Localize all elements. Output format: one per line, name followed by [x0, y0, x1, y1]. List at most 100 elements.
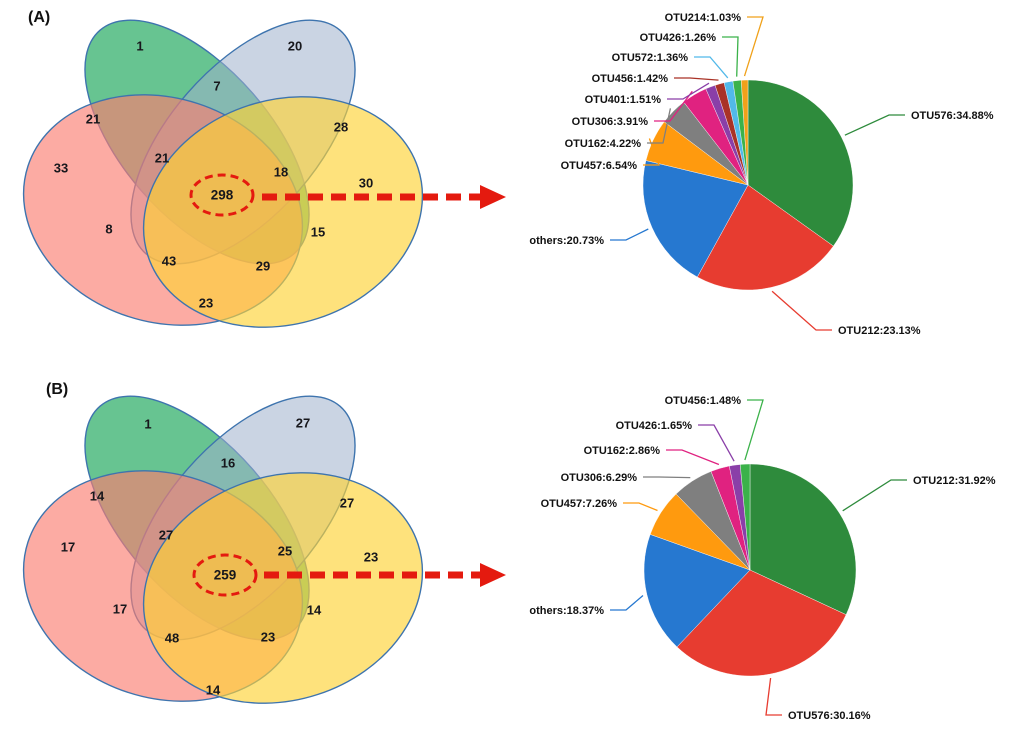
venn-region-count: 48 [165, 631, 179, 646]
venn-region-count: 7 [213, 79, 220, 94]
pie-label-leader [842, 479, 907, 512]
pie-slice-label: OTU306:3.91% [572, 116, 649, 128]
pie-slice-label: OTU162:4.22% [565, 138, 642, 150]
pie-slice-OTU212 [749, 463, 857, 615]
dashed-highlight-circle [189, 173, 255, 217]
pie-label-leader [698, 424, 735, 462]
venn-region-count: 25 [278, 544, 292, 559]
pie-slice-OTU456 [739, 463, 751, 571]
venn-region-count: 27 [340, 496, 354, 511]
pie-slice-OTU214 [740, 79, 749, 186]
pie-label-leaders [610, 16, 905, 331]
venn-region-count: 21 [86, 112, 100, 127]
pie-label-leader [771, 290, 832, 331]
pie-label-leaders [610, 399, 907, 716]
pie-labels: OTU212:31.92% OTU576:30.16% others:18.37% O… [529, 395, 995, 722]
pie-slice-label: OTU212:31.92% [913, 475, 996, 487]
venn-region-count: 33 [54, 161, 68, 176]
pie-slice-label: OTU456:1.42% [592, 73, 669, 85]
venn-region-count: 43 [162, 254, 176, 269]
venn-region-count: 17 [113, 602, 127, 617]
pie-slice-label: OTU426:1.65% [616, 420, 693, 432]
pie-slice-label: others:20.73% [529, 235, 604, 247]
pie-label-leader [694, 56, 729, 79]
pie-slice-others [643, 534, 751, 648]
venn-region-count: 23 [199, 296, 213, 311]
pie-slice-OTU576 [676, 569, 847, 677]
venn-center-count: 298 [211, 188, 234, 203]
pie-slice-label: OTU572:1.36% [612, 52, 689, 64]
pie-label-leader [674, 77, 719, 81]
panel-a-label: (A) [28, 9, 50, 26]
dashed-highlight-circle [192, 553, 258, 597]
venn-region-count: 27 [296, 416, 310, 431]
venn-region-count: 1 [144, 417, 151, 432]
pie-slice-others [642, 160, 749, 278]
pie-label-leader [643, 476, 691, 479]
venn-center-count: 259 [214, 568, 237, 583]
panel-b-label: (B) [46, 381, 68, 398]
venn-region-count: 18 [274, 165, 288, 180]
pie-slice-label: OTU214:1.03% [665, 12, 742, 24]
arrow-head [480, 563, 506, 587]
core-otus-highlight: 298 [189, 173, 255, 217]
pie-slice-label: OTU457:6.54% [561, 160, 638, 172]
core-otus-highlight: 259 [192, 553, 258, 597]
panel-b-canvas: (B) 1 27 16 14 27 17 27 25 23 17 14 48 23 14 259 [22, 381, 996, 722]
venn-region-count: 8 [105, 222, 112, 237]
pie-label-leader [765, 678, 782, 716]
venn-diagram-b: 1 27 16 14 27 17 27 25 23 17 14 48 23 14 259 [22, 395, 424, 704]
pie-label-leader [654, 90, 693, 122]
pie-label-leader [667, 82, 710, 100]
pie-label-leader [610, 595, 644, 611]
venn-set-ellipse-yellow [142, 472, 424, 704]
pie-label-leader [610, 228, 649, 241]
pie-slice-OTU576 [747, 79, 854, 247]
venn-set-ellipse-yellow [142, 96, 424, 328]
pie-slice-label: OTU576:34.88% [911, 110, 994, 122]
pie-slice-label: OTU162:2.86% [584, 445, 661, 457]
venn-region-count: 14 [90, 489, 105, 504]
venn-region-count: 14 [307, 603, 322, 618]
venn-to-pie-arrow [262, 185, 506, 209]
pie-slices [642, 79, 854, 291]
venn-region-count: 30 [359, 176, 373, 191]
pie-slice-label: OTU456:1.48% [665, 395, 742, 407]
venn-region-count: 14 [206, 683, 221, 698]
venn-region-count: 28 [334, 120, 348, 135]
pie-slices [643, 463, 857, 677]
pie-label-leader [647, 108, 672, 144]
pie-labels: OTU576:34.88% OTU212:23.13% others:20.73% O… [529, 12, 993, 337]
venn-region-count: 23 [261, 630, 275, 645]
pie-slice-OTU212 [697, 184, 834, 291]
venn-region-count: 20 [288, 39, 302, 54]
pie-chart-a: OTU576:34.88% OTU212:23.13% others:20.73% O… [529, 12, 993, 337]
venn-region-count: 29 [256, 259, 270, 274]
venn-region-counts: 1 27 16 14 27 17 27 25 23 17 14 48 23 14 [61, 416, 378, 698]
pie-slice-label: others:18.37% [529, 605, 604, 617]
venn-region-count: 23 [364, 550, 378, 565]
venn-to-pie-arrow [264, 563, 506, 587]
arrow-head [480, 185, 506, 209]
pie-label-leader [722, 36, 739, 77]
venn-region-count: 15 [311, 225, 325, 240]
pie-label-leader [623, 502, 658, 512]
pie-label-leader [743, 16, 764, 77]
pie-slice-label: OTU401:1.51% [585, 94, 662, 106]
pie-slice-label: OTU576:30.16% [788, 710, 871, 722]
pie-slice-label: OTU306:6.29% [561, 472, 638, 484]
venn-region-count: 17 [61, 540, 75, 555]
pie-label-leader [844, 114, 905, 136]
venn-region-count: 27 [159, 528, 173, 543]
pie-label-leader [666, 449, 720, 466]
pie-chart-b: OTU212:31.92% OTU576:30.16% others:18.37% O… [529, 395, 995, 722]
venn-region-count: 16 [221, 456, 235, 471]
pie-label-leader [643, 138, 660, 166]
venn-region-count: 1 [136, 39, 143, 54]
pie-slice-label: OTU212:23.13% [838, 325, 921, 337]
pie-slice-label: OTU457:7.26% [541, 498, 618, 510]
